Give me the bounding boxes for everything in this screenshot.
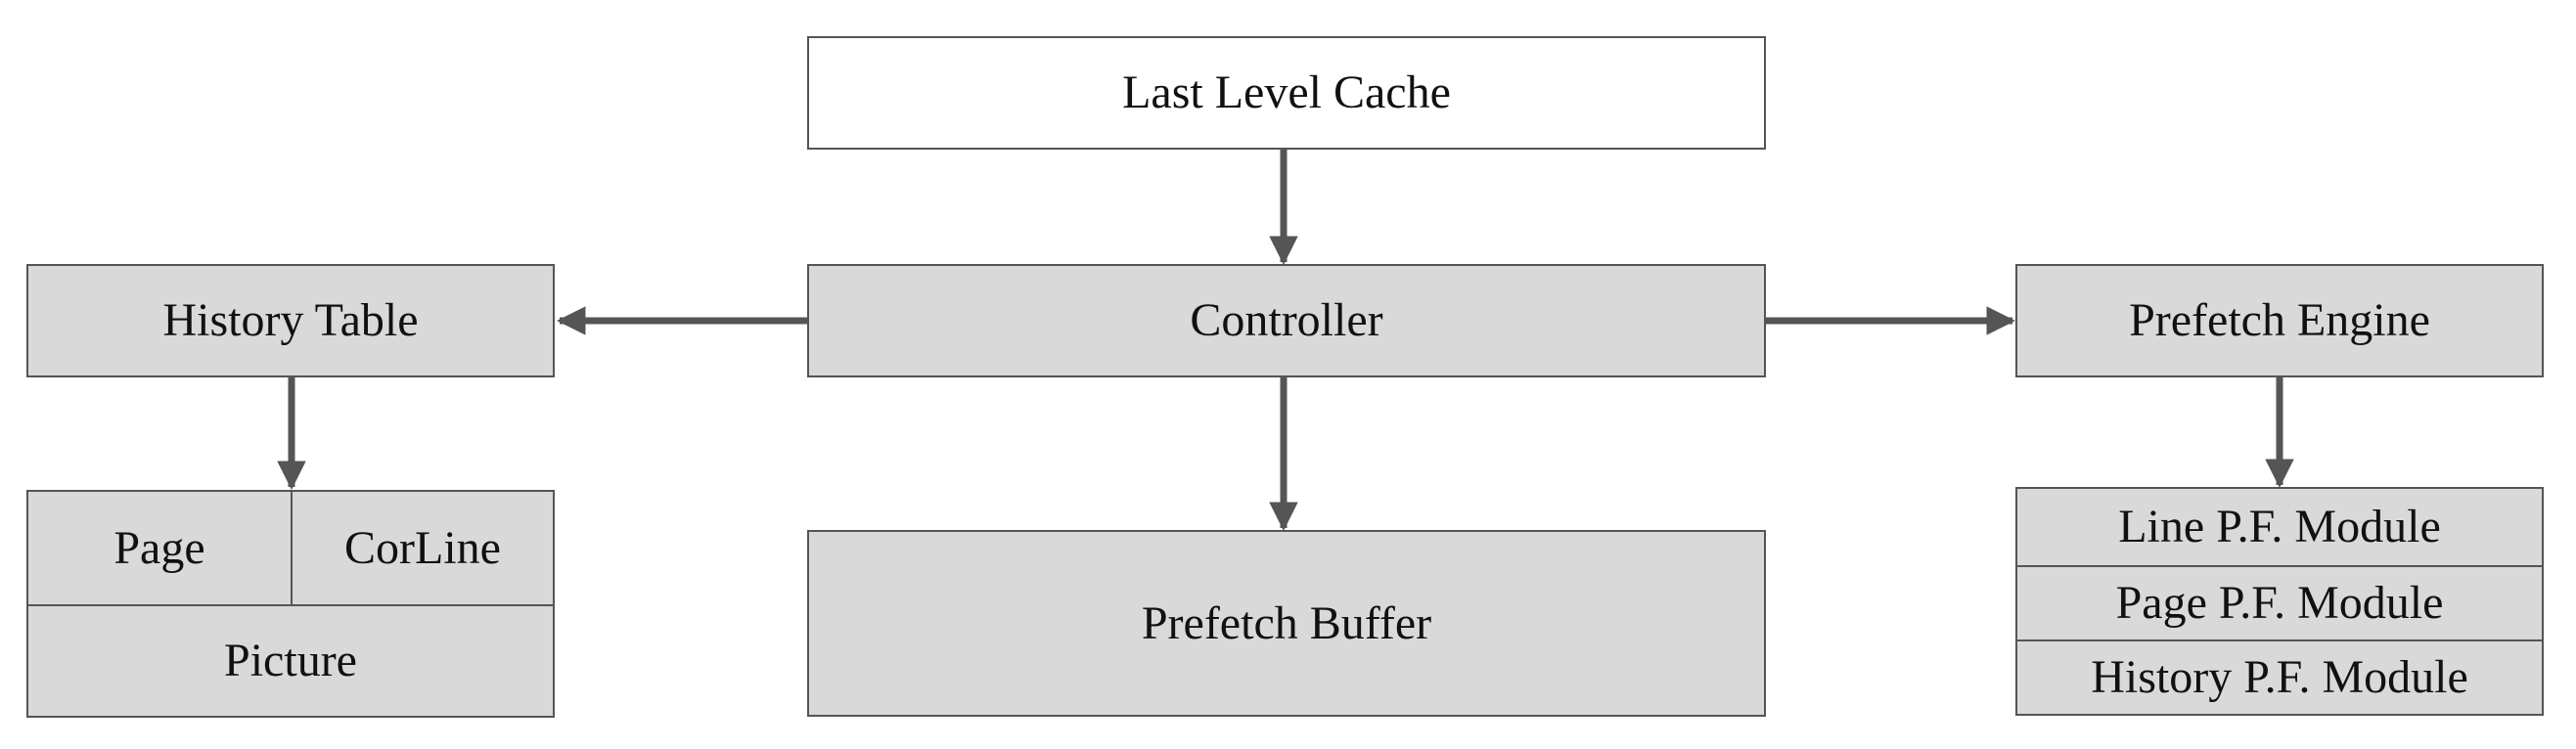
history-pf-module-label: History P.F. Module	[2091, 651, 2468, 703]
page-pf-module: Page P.F. Module	[2017, 567, 2542, 639]
controller-box: Controller	[807, 264, 1766, 377]
picture-field: Picture	[28, 606, 553, 716]
prefetch-buffer-box: Prefetch Buffer	[807, 530, 1766, 717]
page-field-label: Page	[113, 521, 205, 574]
controller-label: Controller	[1190, 294, 1383, 346]
line-pf-module-label: Line P.F. Module	[2118, 501, 2441, 552]
prefetch-modules-stack: Line P.F. Module Page P.F. Module Histor…	[2015, 487, 2544, 716]
history-table-box: History Table	[26, 264, 555, 377]
field-divider-horizontal	[28, 604, 553, 606]
page-pf-module-label: Page P.F. Module	[2115, 577, 2444, 629]
last-level-cache-label: Last Level Cache	[1122, 66, 1451, 118]
last-level-cache-box: Last Level Cache	[807, 36, 1766, 150]
corline-field-label: CorLine	[344, 521, 501, 574]
history-table-label: History Table	[162, 294, 419, 346]
corline-field: CorLine	[293, 492, 553, 604]
prefetch-buffer-label: Prefetch Buffer	[1141, 596, 1432, 649]
field-divider-vertical	[291, 492, 293, 604]
prefetch-engine-label: Prefetch Engine	[2129, 294, 2430, 346]
module-divider-2	[2017, 639, 2542, 641]
picture-field-label: Picture	[224, 635, 357, 686]
line-pf-module: Line P.F. Module	[2017, 489, 2542, 565]
prefetch-engine-box: Prefetch Engine	[2015, 264, 2544, 377]
history-pf-module: History P.F. Module	[2017, 641, 2542, 714]
module-divider-1	[2017, 565, 2542, 567]
page-field: Page	[28, 492, 291, 604]
history-table-fields: Page CorLine Picture	[26, 490, 555, 718]
